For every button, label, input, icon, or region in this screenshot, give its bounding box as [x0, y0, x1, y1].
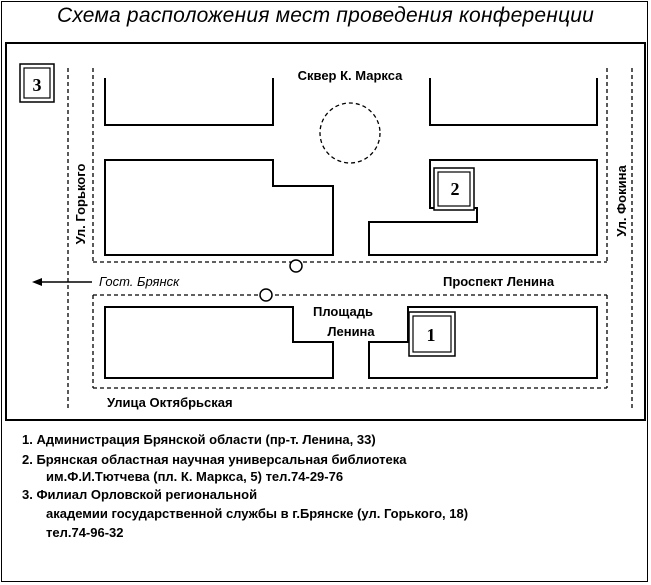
marker-1-outer-frame: [408, 311, 456, 357]
map-frame: [5, 42, 646, 421]
legend-item-2-line2: им.Ф.И.Тютчева (пл. К. Маркса, 5) тел.74…: [46, 469, 344, 484]
stop-circle-south: [259, 288, 273, 302]
arrow-left-icon: [32, 278, 42, 286]
label-square-lenin-line1: Площадь: [313, 304, 373, 319]
block-top-right: [429, 78, 598, 126]
legend-item-2-line1: 2. Брянская областная научная универсаль…: [22, 452, 407, 467]
marker-1-inner-frame: [412, 315, 452, 353]
fountain-circle: [319, 102, 381, 164]
block-middle-left: [104, 159, 334, 256]
legend-item-1: 1. Администрация Брянской области (пр-т.…: [22, 432, 376, 447]
marker-2-outer-frame: [433, 167, 475, 211]
marker-2-inner-frame: [437, 171, 471, 207]
map-title: Схема расположения мест проведения конфе…: [56, 4, 595, 27]
marker-3-label: 3: [33, 75, 42, 95]
label-street-fokina: Ул. Фокина: [614, 165, 629, 237]
block-middle-right: [368, 159, 598, 256]
label-hotel-bryansk: Гост. Брянск: [99, 274, 180, 289]
label-square-marx: Сквер К. Маркса: [298, 68, 404, 83]
marker-3-inner-frame: [23, 67, 51, 99]
block-bottom-left: [104, 306, 334, 379]
marker-1-label: 1: [427, 325, 436, 345]
marker-2-label: 2: [451, 179, 460, 199]
label-street-gorkogo: Ул. Горького: [73, 164, 88, 245]
block-bottom-right: [368, 306, 598, 379]
label-street-oktyabrskaya: Улица Октябрьская: [107, 395, 233, 410]
legend-item-3-line3: тел.74-96-32: [46, 525, 124, 540]
legend-item-3-line1: 3. Филиал Орловской региональной: [22, 487, 258, 502]
label-square-lenin-line2: Ленина: [327, 324, 375, 339]
legend-item-3-line2: академии государственной службы в г.Брян…: [46, 506, 469, 521]
block-top-left: [104, 78, 274, 126]
stop-circle-north: [289, 259, 303, 273]
label-prospect-lenina: Проспект Ленина: [443, 274, 555, 289]
marker-3-outer-frame: [19, 63, 55, 103]
